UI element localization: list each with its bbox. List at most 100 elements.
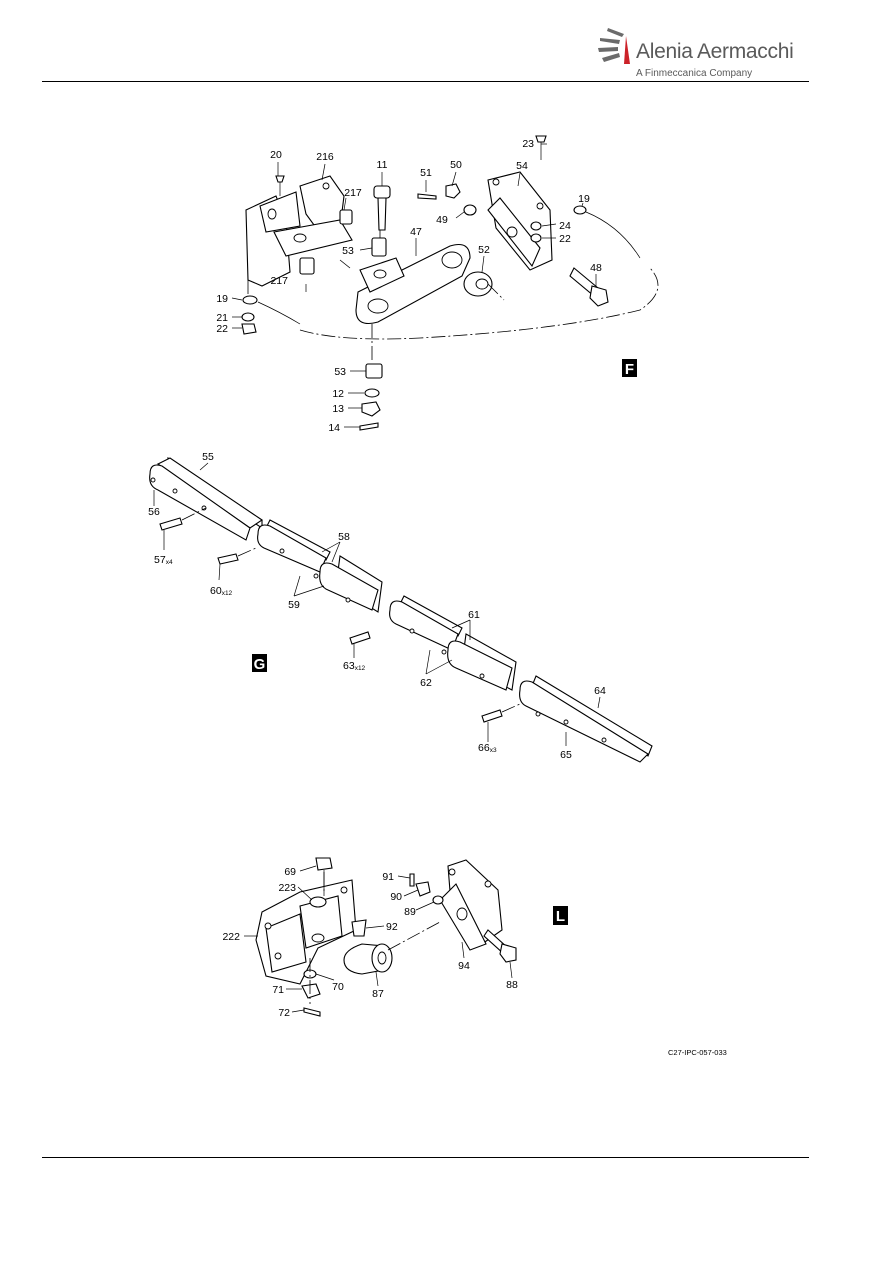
view-f-callouts: 20 216 217 11 51 50 54 23 19 49 24 22 47…: [216, 138, 602, 434]
callout-216: 216: [316, 151, 334, 163]
callout-47: 47: [410, 226, 422, 238]
rail-58-59: [257, 519, 383, 613]
safety-wire-19-right: [573, 205, 641, 259]
nut-71: [301, 983, 321, 999]
washer-89: [432, 895, 444, 905]
callout-88: 88: [506, 979, 518, 991]
callout-11: 11: [377, 159, 388, 171]
callout-64: 64: [594, 685, 606, 697]
view-g-callouts: 55 56 57x4 60x12 58 59 61 63x12 62 64 66…: [148, 451, 606, 761]
bushing-53-bottom: [365, 363, 383, 379]
callout-19-left: 19: [216, 293, 228, 305]
nut-13: [361, 401, 381, 417]
view-l-callouts: 69 223 91 90 89 92 222 94 71 70 87 88 72: [222, 866, 518, 1019]
callout-90: 90: [390, 891, 402, 903]
washer-49: [463, 204, 477, 216]
nut-90: [415, 881, 431, 897]
callout-52: 52: [478, 244, 490, 256]
link-47: [355, 243, 471, 325]
callout-61: 61: [468, 609, 480, 621]
rail-64-65: [519, 675, 653, 763]
cotter-pin-72: [303, 1007, 321, 1017]
figure-reference: C27-IPC-057-033: [668, 1048, 727, 1057]
view-letter-l: L: [556, 908, 565, 925]
view-l-leaders: [244, 865, 513, 1013]
callout-56: 56: [148, 506, 160, 518]
roller-87: [343, 943, 393, 975]
callout-62: 62: [420, 677, 432, 689]
callout-12: 12: [332, 388, 344, 400]
callout-54: 54: [516, 160, 528, 172]
callout-222: 222: [222, 931, 240, 943]
callout-48: 48: [590, 262, 602, 274]
screw-63: [349, 631, 371, 645]
callout-51: 51: [420, 167, 432, 179]
callout-70: 70: [332, 981, 344, 993]
pin-91: [409, 873, 415, 887]
roller-52: [463, 271, 493, 297]
washer-21: [241, 312, 255, 322]
screw-23: [535, 135, 547, 160]
view-g-assembly: 55 56 57x4 60x12 58 59 61 63x12 62 64 66…: [148, 451, 653, 763]
rail-61-62: [389, 595, 517, 691]
callout-60: 60x12: [210, 585, 233, 597]
brand-subtitle: A Finmeccanica Company: [636, 68, 753, 79]
callout-20: 20: [270, 149, 282, 161]
nut-22-right: [530, 233, 542, 243]
washer-24: [530, 221, 542, 231]
callout-69: 69: [284, 866, 296, 878]
bushing-53-top: [371, 237, 387, 257]
nut-22-left: [241, 323, 257, 335]
callout-91: 91: [382, 871, 394, 883]
view-label-g: G: [252, 654, 267, 673]
right-bracket-54: [487, 171, 553, 271]
callout-94: 94: [458, 960, 470, 972]
callout-58: 58: [338, 531, 350, 543]
view-letter-g: G: [254, 656, 266, 673]
view-f-leaders: [231, 143, 597, 428]
rail-55: [149, 456, 263, 541]
callout-14: 14: [328, 422, 340, 434]
callout-24: 24: [559, 220, 571, 232]
callout-57: 57x4: [154, 554, 173, 566]
callout-72: 72: [278, 1007, 290, 1019]
washer-223: [309, 896, 327, 908]
alenia-aermacchi-logo: Alenia Aermacchi A Finmeccanica Company: [594, 24, 794, 84]
screw-57: [159, 517, 183, 531]
footer-rule: [42, 1157, 809, 1158]
view-letter-f: F: [625, 361, 634, 378]
callout-217-bottom: 217: [270, 275, 288, 287]
callout-22-right: 22: [559, 233, 571, 245]
nut-50: [445, 183, 461, 199]
logo-swoosh-icon: [598, 28, 630, 64]
view-label-f: F: [622, 359, 637, 378]
callout-63: 63x12: [343, 660, 366, 672]
screw-66: [481, 709, 503, 723]
safety-wire-19-left: [242, 295, 301, 325]
callout-92: 92: [386, 921, 398, 933]
view-g-leaders: [153, 462, 601, 746]
spacer-92: [351, 919, 367, 937]
view-f-assembly: 20 216 217 11 51 50 54 23 19 49 24 22 47…: [216, 135, 659, 434]
callout-49: 49: [436, 214, 448, 226]
callout-22-left: 22: [216, 323, 228, 335]
callout-217-top: 217: [344, 187, 362, 199]
callout-53-bottom: 53: [334, 366, 346, 378]
left-hinge-bracket: [245, 175, 353, 287]
callout-53-top: 53: [342, 245, 354, 257]
callout-59: 59: [288, 599, 300, 611]
view-label-l: L: [553, 906, 568, 925]
bolt-69: [315, 857, 333, 871]
header-rule: [42, 81, 809, 82]
callout-71: 71: [272, 984, 284, 996]
callout-89: 89: [404, 906, 416, 918]
callout-223: 223: [278, 882, 296, 894]
callout-50: 50: [450, 159, 462, 171]
callout-19-right: 19: [578, 193, 590, 205]
bracket-94: [439, 859, 503, 951]
bracket-222: [255, 879, 357, 985]
callout-65: 65: [560, 749, 572, 761]
screw-60: [217, 553, 239, 565]
bolt-48: [569, 267, 609, 307]
pin-51: [417, 193, 437, 200]
